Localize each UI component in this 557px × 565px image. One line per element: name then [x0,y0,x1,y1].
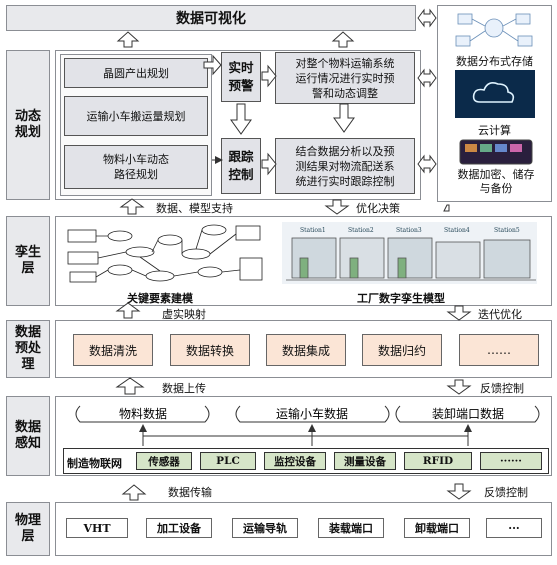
arrow-label-iterate: 迭代优化 [478,308,522,321]
up-arrow-twin-dyn [119,198,145,215]
phys-processing: 加工设备 [146,518,212,538]
down-arrow-perc-phys [446,483,472,500]
layer-label-twin: 孪生 层 [6,216,50,306]
bi-arrow-alert-cloud [417,68,437,88]
pre-integration: 数据集成 [266,334,346,366]
layer-label-perception: 数据 感知 [6,396,50,476]
phys-vht: VHT [66,518,128,538]
plan-dynamic-path: 物料小车动态 路径规划 [64,145,208,189]
station-1: Station1 [300,227,326,234]
right-arrow-plans-alert [203,54,222,76]
device-measure: 测量设备 [334,452,396,470]
phys-rail: 运输导轨 [232,518,298,538]
distributed-storage-image [455,13,533,47]
station-4: Station4 [444,227,470,234]
bracket-vehicle [235,405,390,423]
station-5: Station5 [494,227,520,234]
group-port: 装卸端口数据 [432,406,504,421]
up-arrow-phys-perc [121,484,147,501]
bi-arrow-title-cloud [417,8,437,28]
up-arrow-perc-pre [115,377,145,395]
up-arrow-title-right [331,31,355,48]
device-more: ······ [480,452,542,470]
right-arrow-alert-desc [261,64,277,88]
device-monitor: 监控设备 [264,452,326,470]
arrow-label-mapping: 虚实映射 [162,308,206,321]
device-plc: PLC [200,452,256,470]
device-sensor: 传感器 [136,452,192,470]
station-2: Station2 [348,227,374,234]
cloud-icon [472,82,515,103]
layer-label-physical: 物理 层 [6,502,50,556]
bracket-material [75,405,210,423]
bracket-port [395,405,540,423]
arrow-label-feedback-1: 反馈控制 [480,382,524,395]
iot-label: 制造物联网 [67,457,122,470]
arrow-label-optimize: 优化决策 [356,202,400,215]
right-arrow-track-desc [261,152,277,176]
arrow-label-feedback-2: 反馈控制 [484,486,528,499]
pre-transform: 数据转换 [170,334,250,366]
cloud-computing-image [455,70,535,118]
encryption-label: 数据加密、储存 与备份 [457,168,535,195]
distributed-storage-label: 数据分布式存储 [456,55,533,68]
cloud-computing-label: 云计算 [478,124,511,137]
pre-cleaning: 数据清洗 [73,334,153,366]
group-material: 物料数据 [119,406,167,421]
key-elements-graph [67,224,263,283]
tracking-control-box: 跟踪 控制 [221,138,261,194]
station-3: Station3 [396,227,422,234]
down-arrow-twin-pre [446,305,472,321]
encryption-image [459,139,533,165]
phys-unload-port: 卸载端口 [404,518,470,538]
arrow-label-data-model: 数据、模型支持 [156,202,233,215]
up-arrow-title-left [116,31,140,48]
pre-reduction: 数据归约 [362,334,442,366]
arrow-label-transmit: 数据传输 [168,486,212,499]
layer-label-dynamic: 动态 规划 [6,50,50,200]
down-arrow-alert [333,103,355,133]
page-title: 数据可视化 [6,5,416,31]
bi-arrow-twin-cloud [443,204,450,212]
phys-load-port: 装载端口 [318,518,384,538]
plan-vehicle-volume: 运输小车搬运量规划 [64,96,208,136]
device-rfid: RFID [404,452,472,470]
arrow-label-upload: 数据上传 [162,382,206,395]
tracking-description: 结合数据分析以及预 测结果对物流配送系 统进行实时跟踪控制 [275,138,415,194]
up-arrow-pre-twin [115,302,141,319]
group-vehicle: 运输小车数据 [276,406,348,421]
down-arrow-realtime-track [230,103,252,135]
phys-more: ··· [486,518,542,538]
down-arrow-dyn-twin [324,199,350,215]
factory-twin-drawing [286,237,536,281]
key-elements-label: 关键要素建模 [127,292,193,305]
alert-description: 对整个物料运输系统 运行情况进行实时预 警和动态调整 [275,52,415,104]
plan-wafer-output: 晶圆产出规划 [64,58,208,88]
layer-label-preprocess: 数据 预处 理 [6,320,50,378]
down-arrow-pre-perc [446,379,472,395]
realtime-alert-box: 实时 预警 [221,52,261,102]
bi-arrow-track-cloud [417,154,437,174]
factory-model-label: 工厂数字孪生模型 [357,292,445,305]
pre-more: …… [459,334,539,366]
